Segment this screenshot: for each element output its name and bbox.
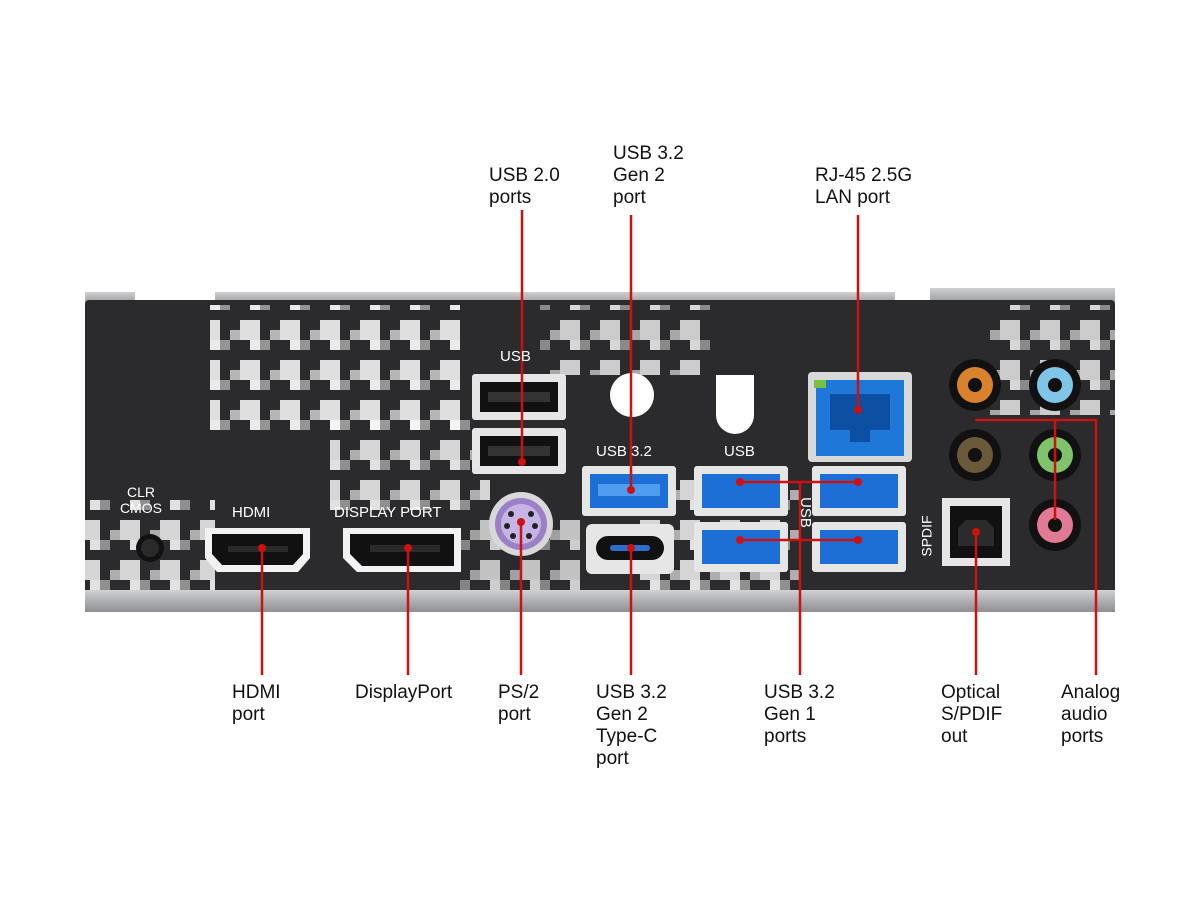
leader-dots xyxy=(258,406,980,552)
callout-usb32-gen2: USB 3.2 Gen 2 port xyxy=(613,143,684,208)
callout-analog: Analog audio ports xyxy=(1061,682,1121,747)
usb-top-silkscreen-label: USB xyxy=(500,348,531,365)
leader-analog xyxy=(975,418,1098,675)
callout-usb32-gen1: USB 3.2 Gen 1 ports xyxy=(764,682,835,747)
usb32-silkscreen-label: USB 3.2 xyxy=(596,443,652,460)
callout-ps2: PS/2 port xyxy=(498,682,540,725)
clr-cmos-button xyxy=(136,534,164,562)
usb20-ports xyxy=(472,374,566,474)
displayport-port xyxy=(343,528,461,572)
callout-displayport: DisplayPort xyxy=(355,682,453,703)
usb-mid-silkscreen-label: USB xyxy=(724,443,755,460)
clr-cmos-label: CLR CMOS xyxy=(120,484,162,516)
callout-spdif: Optical S/PDIF out xyxy=(941,682,1003,747)
callout-hdmi: HDMI port xyxy=(232,682,281,725)
callout-usb20: USB 2.0 ports xyxy=(489,165,560,208)
leader-lines xyxy=(260,210,1098,675)
usb-vertical-silkscreen-label: USB xyxy=(796,497,814,528)
rj45-port xyxy=(808,372,912,462)
spdif-silkscreen-label: SPDIF xyxy=(918,515,935,557)
callout-usbc: USB 3.2 Gen 2 Type-C port xyxy=(596,682,667,769)
hdmi-silkscreen-label: HDMI xyxy=(232,504,271,521)
hdmi-port xyxy=(205,528,310,572)
displayport-silkscreen-label: DISPLAY PORT xyxy=(334,504,442,521)
callout-rj45: RJ-45 2.5G LAN port xyxy=(815,165,913,208)
